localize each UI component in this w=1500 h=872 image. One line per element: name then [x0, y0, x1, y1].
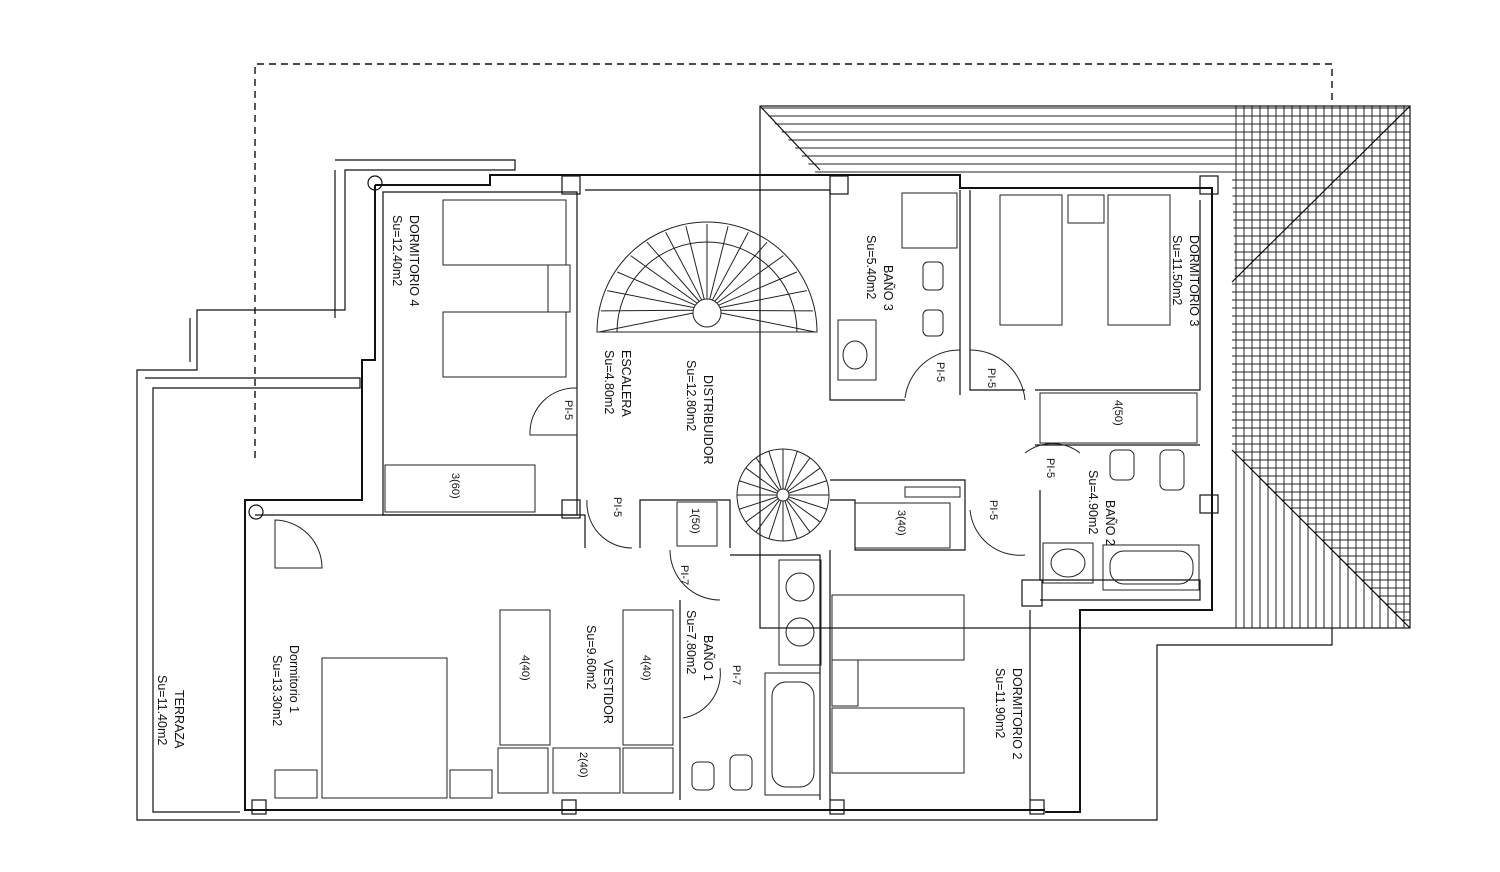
terraza-name: TERRAZA	[172, 690, 186, 749]
bano-3-name: BAÑO 3	[881, 265, 895, 311]
dormitorio-4-area: Su=12.40m2	[390, 215, 404, 286]
spiral-stair-large	[596, 221, 818, 333]
beds	[274, 194, 1171, 799]
structural-columns	[248, 175, 1219, 815]
dormitorio-2-name: DORMITORIO 2	[1010, 668, 1024, 759]
door-label-pi5-bano3: PI-5	[934, 362, 946, 382]
room-label-distribuidor: DISTRIBUIDOR Su=12.80m2	[684, 360, 715, 465]
door-label-pi7-vestidor: PI-7	[730, 665, 742, 685]
dormitorio-2-area: Su=11.90m2	[993, 668, 1007, 738]
bano-2-area: Su=4.90m2	[1086, 470, 1100, 534]
vestidor-name: VESTIDOR	[601, 660, 615, 724]
distribuidor-name: DISTRIBUIDOR	[701, 375, 715, 465]
wardrobe-label-1-50: 1(50)	[689, 508, 701, 534]
spiral-stair-small	[736, 448, 830, 542]
bano-2-name: BAÑO 2	[1103, 500, 1117, 546]
dormitorio-3-name: DORMITORIO 3	[1187, 235, 1201, 326]
bano-1-area: Su=7.80m2	[684, 610, 698, 674]
distribuidor-area: Su=12.80m2	[684, 360, 698, 431]
bathroom-fixtures	[691, 192, 1200, 796]
escalera-area: Su=4.80m2	[602, 350, 616, 414]
bano-1-name: BAÑO 1	[701, 635, 715, 681]
dormitorio-1-area: Su=13.30m2	[270, 655, 284, 726]
doors	[274, 349, 1081, 719]
wardrobe-label-4-40-right: 4(40)	[640, 655, 652, 681]
dormitorio-3-area: Su=11.50m2	[1170, 235, 1184, 305]
dormitorio-4-name: DORMITORIO 4	[407, 215, 421, 306]
door-label-pi5-bano2: PI-5	[1044, 458, 1056, 478]
room-label-escalera: ESCALERA Su=4.80m2	[602, 350, 633, 417]
room-label-bano-2: BAÑO 2 Su=4.90m2	[1086, 470, 1117, 546]
wardrobes	[384, 392, 1198, 794]
room-label-bano-3: BAÑO 3 Su=5.40m2	[864, 235, 895, 311]
wardrobe-label-4-40-left: 4(40)	[519, 655, 531, 681]
bano-3-area: Su=5.40m2	[864, 235, 878, 299]
roof-hatching	[759, 105, 1411, 629]
room-label-vestidor: VESTIDOR Su=9.60m2	[584, 625, 615, 724]
terraza-area: Su=11.40m2	[155, 675, 169, 745]
room-label-dormitorio-2: DORMITORIO 2 Su=11.90m2	[993, 668, 1024, 759]
door-label-pi5-dormitorio1: PI-5	[611, 497, 623, 517]
wardrobe-label-3-40: 3(40)	[895, 510, 907, 536]
escalera-name: ESCALERA	[619, 350, 633, 417]
door-label-pi7-bano1: PI-7	[678, 565, 690, 585]
door-label-pi5-escalera: PI-5	[562, 400, 574, 420]
room-label-dormitorio-3: DORMITORIO 3 Su=11.50m2	[1170, 235, 1201, 326]
door-label-pi5-dormitorio2: PI-5	[987, 500, 999, 520]
wardrobe-label-3-60: 3(60)	[449, 473, 461, 499]
room-label-dormitorio-4: DORMITORIO 4 Su=12.40m2	[390, 215, 421, 306]
door-label-pi5-dormitorio3: PI-5	[985, 368, 997, 388]
vestidor-area: Su=9.60m2	[584, 625, 598, 689]
wardrobe-label-2-40: 2(40)	[577, 752, 589, 778]
terrace-outline	[136, 159, 1333, 821]
dormitorio-1-name: Dormitorio 1	[287, 645, 301, 713]
room-label-terraza: TERRAZA Su=11.40m2	[155, 675, 186, 749]
exterior-walls	[244, 174, 1213, 813]
wardrobe-label-4-50: 4(50)	[1112, 400, 1124, 426]
upper-floor-outline	[254, 63, 1333, 458]
room-label-dormitorio-1: Dormitorio 1 Su=13.30m2	[270, 645, 301, 726]
room-label-bano-1: BAÑO 1 Su=7.80m2	[684, 610, 715, 681]
